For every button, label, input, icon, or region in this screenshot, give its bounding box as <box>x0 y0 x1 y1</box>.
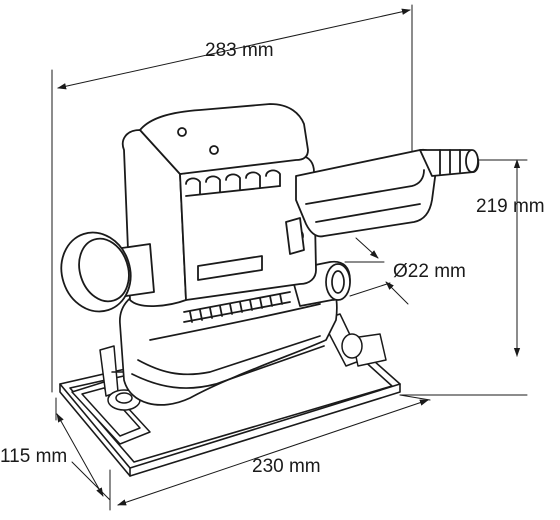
dust-port <box>289 260 351 307</box>
motor-housing <box>121 103 317 323</box>
pad-length-dimension-label: 230 mm <box>252 456 321 477</box>
power-cord <box>419 149 480 177</box>
pad-width-dimension-label: 115 mm <box>0 446 67 467</box>
pad-width-dimension-line <box>56 413 104 497</box>
length-dimension-label: 283 mm <box>205 40 274 61</box>
dust-port-dimension-label: Ø22 mm <box>393 261 466 282</box>
height-dimension-label: 219 mm <box>476 196 545 217</box>
dust-port-extension-b <box>349 282 391 297</box>
dust-port-dimension-line-lower <box>385 281 409 305</box>
front-knob <box>60 231 155 313</box>
pad-length-dimension-line <box>117 399 429 506</box>
dust-port-dimension-line-upper <box>355 237 379 259</box>
rear-handle <box>285 148 438 255</box>
length-dimension-line <box>57 8 411 90</box>
